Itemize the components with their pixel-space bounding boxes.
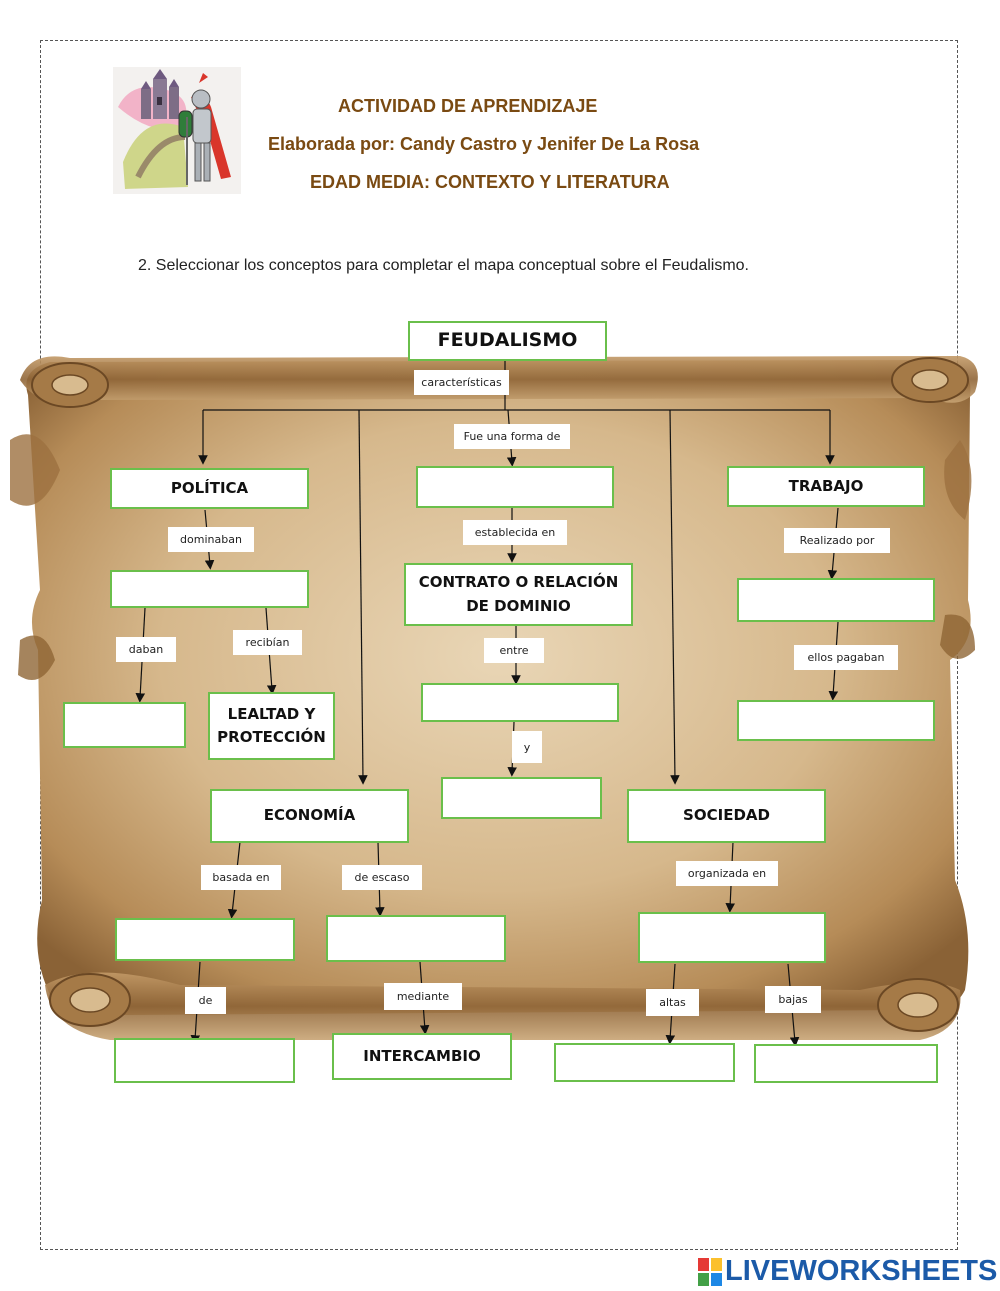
label-altas: altas [646,989,699,1016]
label-recibian: recibían [233,630,302,655]
node-trabajo: TRABAJO [727,466,925,507]
root-node-feudalismo: FEUDALISMO [408,321,607,361]
label-mediante: mediante [384,983,462,1010]
node-lealtad: LEALTAD Y PROTECCIÓN [208,692,335,760]
label-organizada: organizada en [676,861,778,886]
node-contrato: CONTRATO O RELACIÓN DE DOMINIO [404,563,633,626]
answer-box-escaso[interactable] [326,915,506,962]
answer-box-y[interactable] [441,777,602,819]
answer-box-organizada[interactable] [638,912,826,963]
answer-box-entre[interactable] [421,683,619,722]
label-escaso: de escaso [342,865,422,890]
label-basada: basada en [201,865,281,890]
brand-text: LIVEWORKSHEETS [725,1255,998,1287]
answer-box-dominaban[interactable] [110,570,309,608]
title-line: ACTIVIDAD DE APRENDIZAJE [338,96,598,116]
node-intercambio: INTERCAMBIO [332,1033,512,1080]
answer-box-realizado[interactable] [737,578,935,622]
answer-box-de[interactable] [114,1038,295,1083]
label-bajas: bajas [765,986,821,1013]
instruction-text: 2. Seleccionar los conceptos para comple… [138,257,749,274]
answer-box-forma[interactable] [416,466,614,508]
label-dominaban: dominaban [168,527,254,552]
answer-box-bajas[interactable] [754,1044,938,1083]
label-de: de [185,987,226,1014]
author-line: Elaborada por: Candy Castro y Jenifer De… [268,134,700,154]
label-caracteristicas: características [414,370,509,395]
label-establecida: establecida en [463,520,567,545]
label-entre: entre [484,638,544,663]
castle-knight-logo [113,67,241,194]
subtitle-line: EDAD MEDIA: CONTEXTO Y LITERATURA [310,172,670,192]
label-ellos-pagaban: ellos pagaban [794,645,898,670]
answer-box-basada[interactable] [115,918,295,961]
node-politica: POLÍTICA [110,468,309,509]
label-daban: daban [116,637,176,662]
label-realizado: Realizado por [784,528,890,553]
label-y: y [512,731,542,763]
castle-knight-icon [113,67,241,194]
label-fue-forma: Fue una forma de [454,424,570,449]
liveworksheets-brand[interactable]: LIVEWORKSHEETS [697,1255,997,1288]
node-sociedad: SOCIEDAD [627,789,826,843]
answer-box-altas[interactable] [554,1043,735,1082]
answer-box-daban[interactable] [63,702,186,748]
node-economia: ECONOMÍA [210,789,409,843]
answer-box-pagaban[interactable] [737,700,935,741]
liveworksheets-logo-icon [698,1257,722,1286]
